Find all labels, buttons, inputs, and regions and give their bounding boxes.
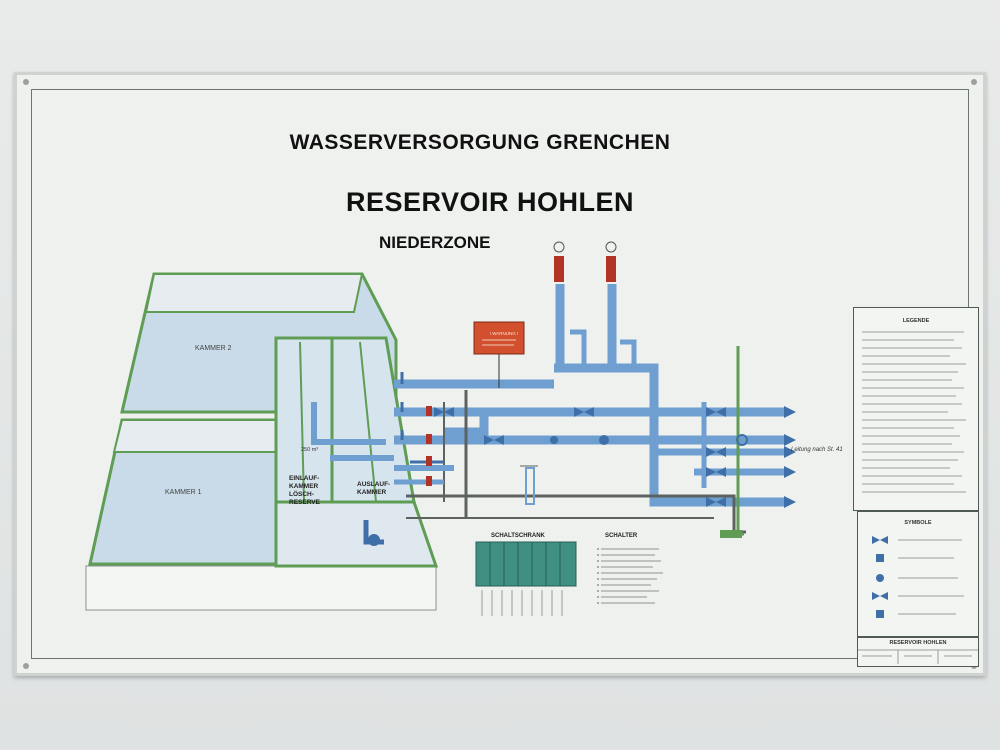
gauge-icon	[553, 241, 565, 253]
schalter-title: SCHALTER	[605, 533, 638, 539]
level-gauge-icon	[525, 467, 535, 505]
legend-panel: LEGENDE	[853, 307, 979, 511]
outlet-arrows	[784, 406, 796, 508]
warning-sign-text: ! WARNUNG !	[489, 331, 519, 336]
title-block: RESERVOIR HOHLEN	[857, 637, 979, 667]
outlet-label: Leitung nach St. 41	[791, 447, 843, 453]
schalter-list-lines	[597, 548, 663, 604]
gauge-icon	[605, 241, 617, 253]
kammer2-label: KAMMER 2	[195, 345, 232, 352]
symbols-title: SYMBOLE	[904, 520, 932, 526]
cabinet-label-lines	[481, 590, 563, 616]
valves	[434, 407, 748, 507]
screw-icon	[23, 663, 29, 669]
reservoir-diagram-board: WASSERVERSORGUNG GRENCHEN RESERVOIR HOHL…	[14, 72, 986, 676]
title-block-grid	[858, 649, 978, 664]
red-valve-icons	[426, 256, 616, 486]
board-subtitle: RESERVOIR HOHLEN	[345, 187, 635, 217]
screw-icon	[971, 79, 977, 85]
schematic-drawing	[85, 241, 796, 616]
schaltschrank-title: SCHALTSCHRANK	[491, 533, 545, 539]
reservoir-structure	[85, 272, 439, 611]
legend-title: LEGENDE	[902, 318, 930, 324]
warning-sign	[473, 321, 525, 388]
kammer1-label: KAMMER 1	[165, 489, 202, 496]
auslauf-kammer-label: AUSLAUF-KAMMER	[357, 481, 391, 496]
chamber-volume-label: 250 m³	[301, 447, 319, 453]
title-block-title: RESERVOIR HOHLEN	[889, 640, 947, 646]
legend-entries	[862, 331, 966, 493]
screw-icon	[23, 79, 29, 85]
symbol-entries	[872, 536, 964, 618]
symbols-panel: SYMBOLE	[857, 511, 979, 637]
einlauf-kammer-label: EINLAUF-KAMMER LÖSCH-RESERVE	[289, 475, 320, 506]
zone-label: NIEDERZONE	[379, 233, 491, 252]
switch-cabinet	[475, 541, 577, 587]
schalter-list	[597, 545, 677, 615]
board-title: WASSERVERSORGUNG GRENCHEN	[289, 131, 671, 154]
